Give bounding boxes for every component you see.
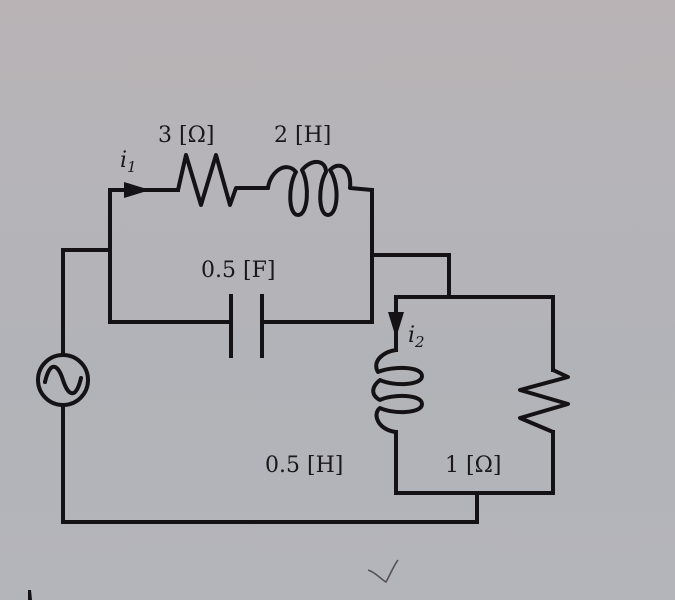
label-inductor-2h: 2 [H] bbox=[274, 123, 331, 148]
handwritten-checkmark-icon bbox=[367, 559, 399, 584]
ink-speck bbox=[28, 590, 32, 600]
wire-bottom-return bbox=[61, 491, 479, 524]
wire-top-branch-left bbox=[108, 188, 180, 324]
inductor-0-5h bbox=[371, 348, 424, 434]
label-inductor-0-5h: 0.5 [H] bbox=[265, 453, 343, 478]
label-current-i1: i1 bbox=[120, 148, 137, 176]
label-current-i2: i2 bbox=[408, 323, 425, 351]
wire-parallel-bottom bbox=[394, 430, 555, 495]
capacitor-0-5f bbox=[229, 294, 264, 358]
wire-source-left bbox=[61, 248, 112, 357]
wire-top-branch-right bbox=[260, 188, 374, 324]
label-capacitor-0-5f: 0.5 [F] bbox=[201, 258, 275, 283]
wire-node-right bbox=[370, 253, 451, 299]
label-resistor-1ohm: 1 [Ω] bbox=[445, 453, 501, 478]
label-resistor-3ohm: 3 [Ω] bbox=[158, 123, 214, 148]
current-arrow-i1 bbox=[124, 182, 150, 198]
resistor-1ohm bbox=[518, 368, 570, 434]
current-arrow-i2 bbox=[388, 312, 404, 338]
ac-source-icon bbox=[36, 353, 90, 407]
resistor-3ohm bbox=[176, 153, 270, 207]
inductor-2h bbox=[266, 160, 374, 217]
